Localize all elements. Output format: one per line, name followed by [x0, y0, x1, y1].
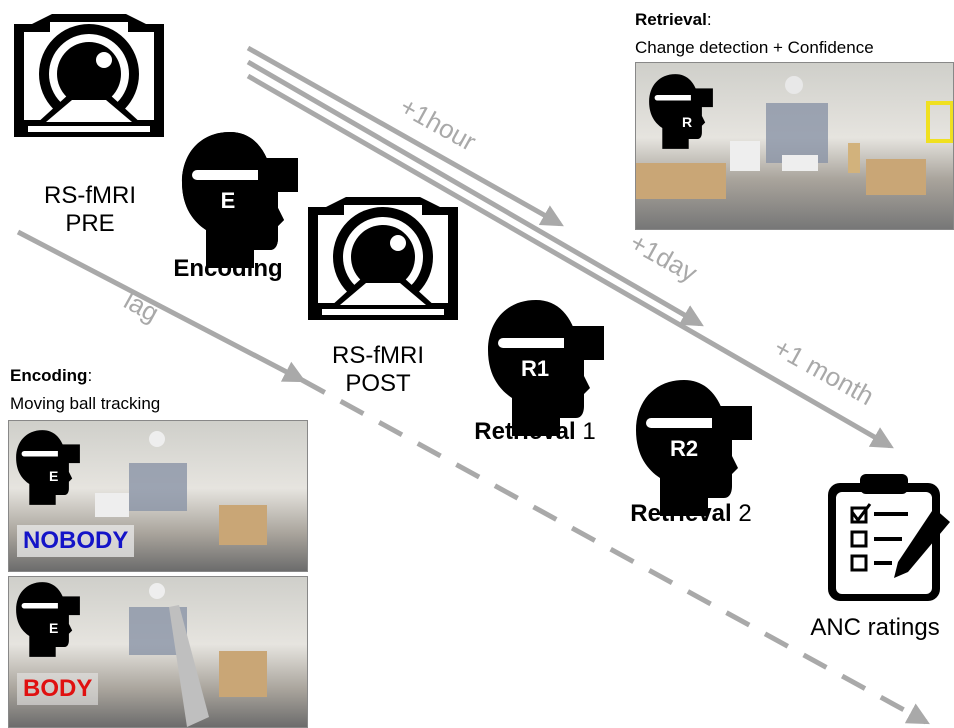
- arrow-label-day: +1day: [625, 227, 702, 288]
- arrow-label-month: +1 month: [769, 332, 879, 411]
- label-retrieval-1: Retrieval 1: [460, 418, 610, 446]
- retrieval-colon: :: [706, 10, 712, 29]
- arrow-lines: [16, 45, 930, 725]
- head-letter-r1: R1: [521, 356, 549, 381]
- head-letter-panel-e2: E: [49, 620, 58, 636]
- retrieval-panel-subtitle: Change detection + Confidence: [635, 38, 874, 57]
- arrow-1hour: [246, 45, 564, 227]
- encoding-panel-subtitle: Moving ball tracking: [10, 394, 161, 413]
- head-letter-e: E: [221, 188, 236, 213]
- tag-nobody: NOBODY: [17, 525, 135, 557]
- tag-body: BODY: [17, 673, 99, 705]
- room-scene: E: [16, 582, 267, 727]
- label-retrieval-1-bold: Retrieval: [474, 418, 576, 445]
- encoding-body-image: E BODY: [8, 576, 308, 728]
- head-letter-panel-e1: E: [49, 468, 58, 484]
- encoding-nobody-image: E NOBODY: [8, 420, 308, 572]
- label-rs-post: RS-fMRI POST: [332, 342, 424, 398]
- retrieval-room-image: R: [635, 62, 954, 230]
- retrieval-title: Retrieval: [635, 10, 707, 29]
- mri-scanner-icon: [308, 197, 458, 320]
- mri-scanner-icon: [14, 14, 164, 137]
- label-retrieval-2: Retrieval 2: [616, 500, 766, 528]
- label-retrieval-2-bold: Retrieval: [630, 500, 732, 527]
- label-retrieval-1-num: 1: [575, 418, 596, 445]
- head-letter-r2: R2: [670, 436, 698, 461]
- label-retrieval-2-num: 2: [731, 500, 752, 527]
- arrow-1day: [246, 59, 704, 327]
- arrow-label-hour: +1hour: [395, 91, 481, 157]
- label-anc-ratings: ANC ratings: [810, 614, 940, 641]
- room-scene: R: [636, 74, 953, 199]
- room-scene: E: [16, 430, 267, 545]
- encoding-colon: :: [87, 366, 93, 385]
- arrow-1month: [246, 73, 894, 449]
- label-encoding: Encoding: [173, 255, 283, 282]
- retrieval-panel-title: Retrieval:: [635, 10, 712, 30]
- label-rs-pre: RS-fMRI PRE: [44, 182, 136, 238]
- encoding-panel-title: Encoding:: [10, 366, 92, 386]
- arrow-label-lag: lag: [119, 285, 164, 328]
- vr-head-icon: [182, 132, 298, 268]
- encoding-title: Encoding: [10, 366, 88, 385]
- arrow-lag: [16, 229, 306, 383]
- dashed-arrow: [300, 377, 930, 725]
- head-letter-panel-r: R: [682, 114, 692, 130]
- clipboard-icon: [828, 474, 950, 601]
